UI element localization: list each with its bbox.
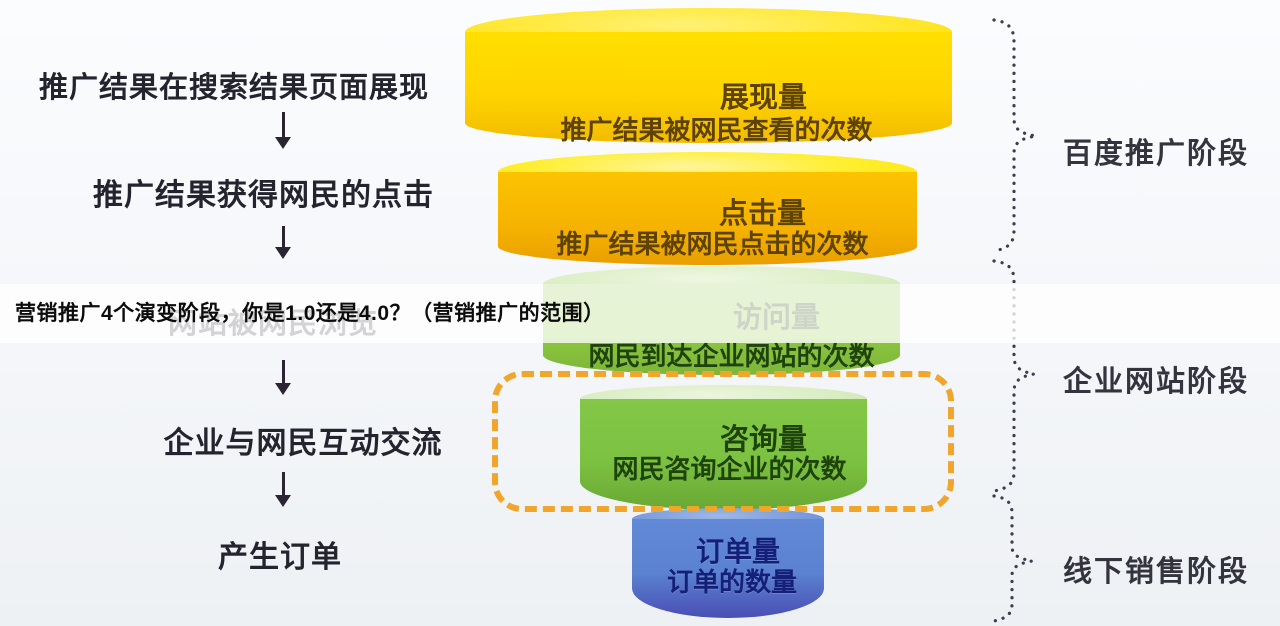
funnel-title: 咨询量 <box>719 424 807 456</box>
down-arrow-icon <box>282 112 285 138</box>
funnel-subtitle: 网民咨询企业的次数 <box>612 454 847 484</box>
cylinder-body <box>632 519 824 618</box>
flow-step-click: 推广结果获得网民的点击 <box>93 179 434 212</box>
bracket-website-stage <box>992 259 1035 493</box>
funnel-level-order: 订单量 订单的数量 <box>632 508 824 618</box>
funnel-title: 订单量 <box>695 536 780 567</box>
flow-step-order: 产生订单 <box>218 541 342 574</box>
down-arrow-icon <box>282 360 285 384</box>
stage-label-website: 企业网站阶段 <box>1063 366 1250 398</box>
flow-step-interact: 企业与网民互动交流 <box>163 427 443 460</box>
funnel-title: 展现量 <box>719 82 807 114</box>
translucent-overlay-band <box>0 284 1280 343</box>
page-title: 营销推广4个演变阶段，你是1.0还是4.0？（营销推广的范围） <box>15 302 605 325</box>
funnel-level-consult: 咨询量 网民咨询企业的次数 <box>580 385 867 510</box>
cylinder-body <box>580 399 867 510</box>
stage-label-baidu: 百度推广阶段 <box>1063 138 1250 170</box>
funnel-level-impression: 展现量 推广结果被网民查看的次数 <box>465 8 952 145</box>
bracket-offline-stage <box>992 494 1033 623</box>
stage-label-offline: 线下销售阶段 <box>1063 556 1250 588</box>
cylinder-body <box>498 172 917 265</box>
funnel-subtitle: 订单的数量 <box>666 567 797 597</box>
funnel-subtitle: 推广结果被网民查看的次数 <box>560 115 873 145</box>
funnel-title: 点击量 <box>718 198 806 230</box>
down-arrow-icon <box>282 472 285 496</box>
cylinder-body <box>465 32 952 143</box>
funnel-subtitle: 网民到达企业网站的次数 <box>588 341 875 371</box>
bracket-baidu-stage <box>992 18 1037 253</box>
flow-step-impression: 推广结果在搜索结果页面展现 <box>38 72 429 104</box>
down-arrow-icon <box>282 226 285 248</box>
funnel-level-click: 点击量 推广结果被网民点击的次数 <box>498 152 917 265</box>
funnel-subtitle: 推广结果被网民点击的次数 <box>556 229 869 259</box>
